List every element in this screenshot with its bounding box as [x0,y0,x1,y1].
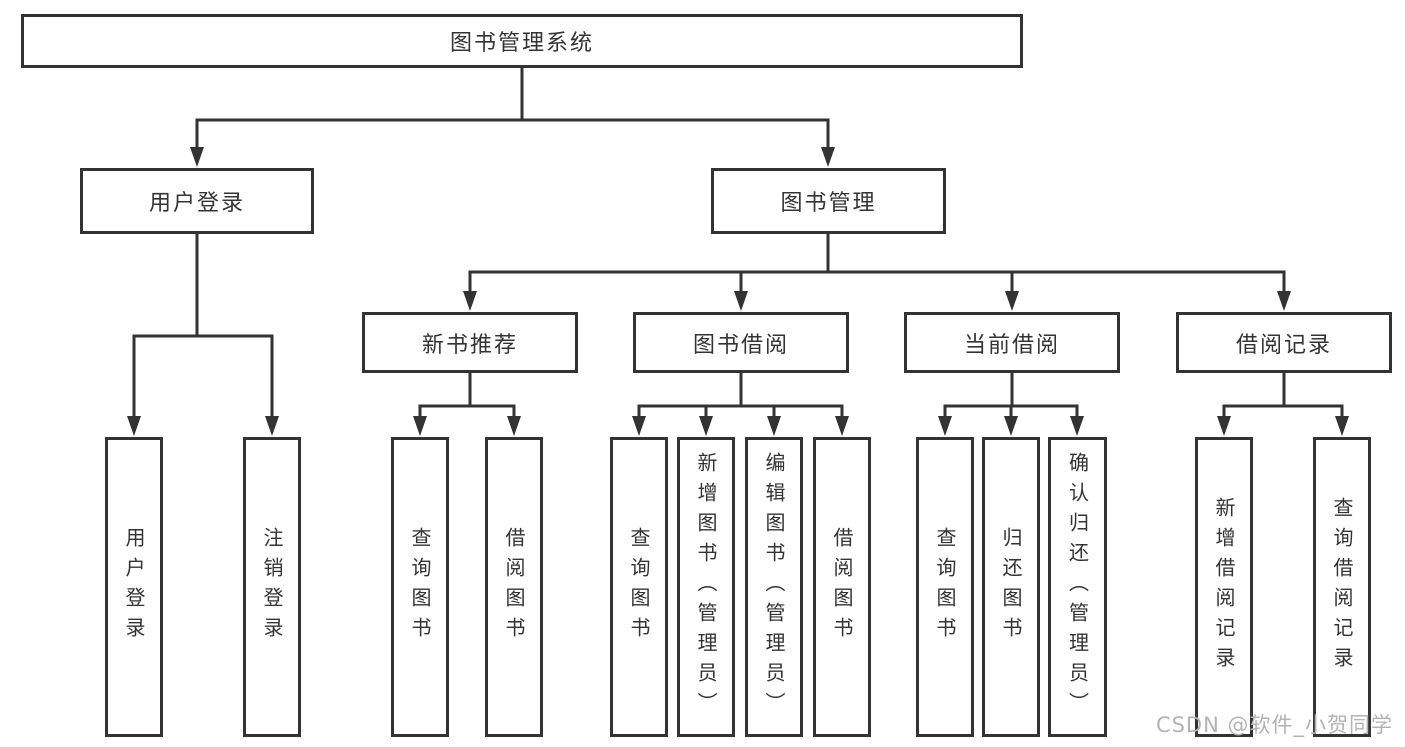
node-leaf-borrow-books-recommend: 借阅图书 [485,437,543,737]
node-leaf-borrow-books: 借阅图书 [813,437,871,737]
node-leaf-user-login: 用户登录 [105,437,163,737]
node-leaf-add-book-admin: 新增图书（管理员） [677,437,735,737]
node-new-book-recommend-label: 新书推荐 [421,332,518,358]
node-book-borrowing: 图书借阅 [633,312,849,373]
node-leaf-query-books-recommend: 查询图书 [391,437,449,737]
node-leaf-return-book: 归还图书 [982,437,1040,737]
node-current-borrowing: 当前借阅 [904,312,1120,373]
node-borrow-records: 借阅记录 [1176,312,1392,373]
node-leaf-add-borrow-record: 新增借阅记录 [1195,437,1253,737]
node-borrow-records-label: 借阅记录 [1235,332,1332,358]
node-book-management: 图书管理 [711,168,946,234]
node-book-management-label: 图书管理 [780,191,877,216]
node-leaf-query-books-borrowing: 查询图书 [610,437,668,737]
node-library-system-label: 图书管理系统 [449,31,594,56]
node-library-system: 图书管理系统 [21,14,1023,68]
watermark: CSDN @软件_小贺同学 [1155,713,1393,737]
node-leaf-logout: 注销登录 [243,437,301,737]
node-new-book-recommend: 新书推荐 [362,312,578,373]
node-user-login-label: 用户登录 [148,191,245,216]
node-leaf-query-books-current: 查询图书 [916,437,974,737]
node-leaf-edit-book-admin: 编辑图书（管理员） [745,437,803,737]
node-leaf-query-borrow-record: 查询借阅记录 [1313,437,1371,737]
node-book-borrowing-label: 图书借阅 [692,332,789,358]
node-user-login: 用户登录 [80,168,314,234]
node-current-borrowing-label: 当前借阅 [963,332,1060,358]
node-leaf-confirm-return-admin: 确认归还（管理员） [1048,437,1107,737]
